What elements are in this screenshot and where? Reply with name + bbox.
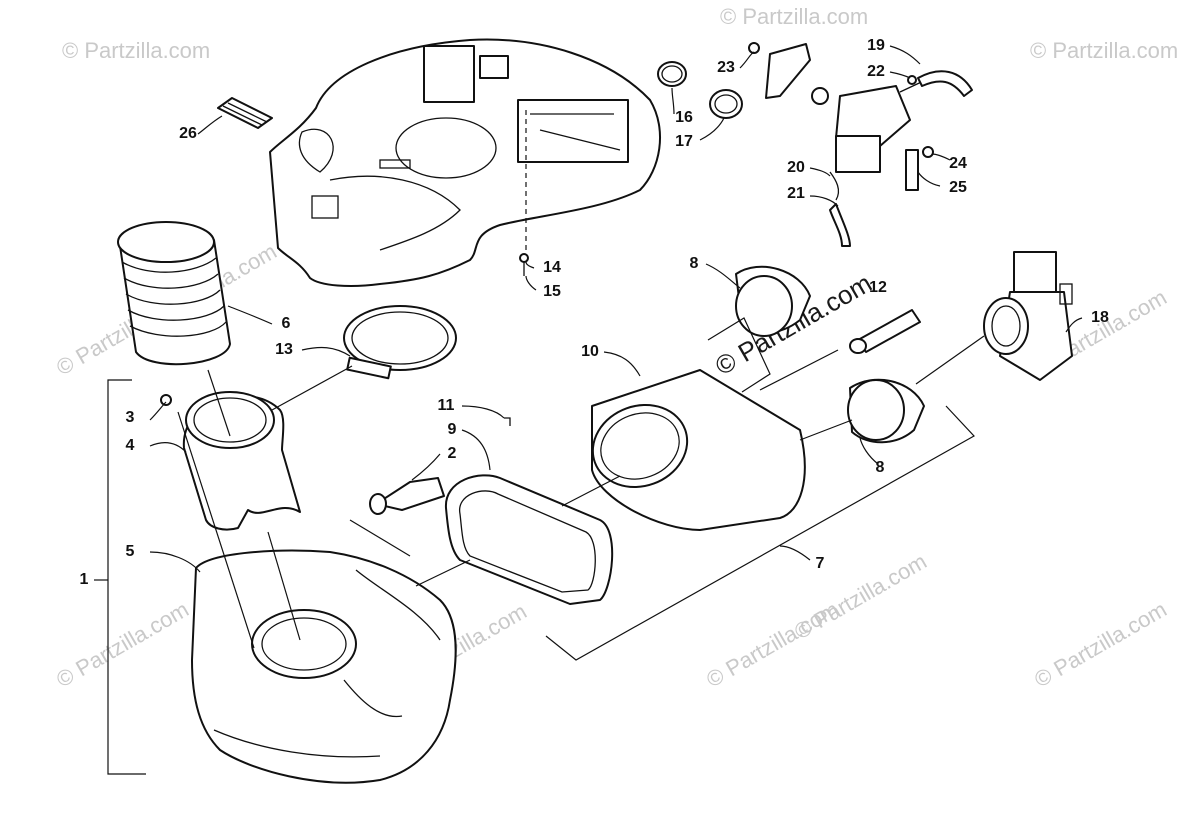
callout-14: 14 (543, 259, 561, 276)
assembly-lines (94, 317, 985, 775)
watermark: © Partzilla.com (52, 597, 193, 693)
callout-26: 26 (179, 125, 197, 142)
part-10-duct (591, 369, 806, 531)
part-26-decal (217, 97, 273, 129)
callout-11: 11 (438, 397, 455, 414)
part-6-boot (117, 221, 231, 366)
callout-7: 7 (816, 555, 825, 572)
callout-17: 17 (675, 133, 693, 150)
callout-19: 19 (867, 37, 885, 54)
part-18-carburetor (983, 251, 1073, 381)
callout-2: 2 (448, 445, 457, 462)
part-12-strap (849, 309, 921, 354)
callout-21: 21 (787, 185, 805, 202)
part-21-hose (829, 203, 851, 247)
watermark: © Partzilla.com (790, 549, 931, 645)
callout-18: 18 (1091, 309, 1109, 326)
part-11-clip (504, 417, 511, 426)
callout-leaders (149, 45, 1083, 573)
part-5-airbox (191, 549, 457, 784)
part-2-latch (369, 477, 445, 515)
part-16-clamp (657, 61, 687, 87)
part-24-nut (922, 146, 934, 158)
part-14-hood-shield (269, 38, 661, 287)
callout-16: 16 (675, 109, 693, 126)
callout-13: 13 (275, 341, 293, 358)
part-17-clamp (709, 89, 743, 119)
watermark: © Partzilla.com (1030, 38, 1178, 63)
part-3-screw (160, 394, 172, 406)
callout-1: 1 (80, 571, 89, 588)
watermark: © Partzilla.com (720, 4, 868, 29)
part-25-hose (905, 149, 919, 191)
callout-8-upper: 8 (690, 255, 699, 272)
part-8-lower-cap (847, 378, 925, 444)
part-20-hose (829, 171, 840, 201)
watermark: © Partzilla.com (1030, 597, 1171, 693)
callout-24: 24 (949, 155, 967, 172)
callout-8-lower: 8 (876, 459, 885, 476)
part-8-upper-cap (735, 265, 811, 337)
callout-23: 23 (717, 59, 735, 76)
part-15-screw (519, 253, 529, 276)
part-19-hose (917, 70, 973, 97)
callout-5: 5 (126, 543, 135, 560)
callout-15: 15 (543, 283, 561, 300)
watermark: © Partzilla.com (62, 38, 210, 63)
callout-12: 12 (869, 279, 887, 296)
part-23-bracket-screw (748, 42, 811, 99)
callout-numbers: 1 2 3 4 5 6 7 8 8 9 10 11 12 13 14 15 16… (80, 37, 1109, 588)
callout-22: 22 (867, 63, 885, 80)
part-4-adapter (182, 391, 301, 531)
callout-25: 25 (949, 179, 967, 196)
callout-20: 20 (787, 159, 805, 176)
callout-10: 10 (581, 343, 599, 360)
callout-3: 3 (126, 409, 135, 426)
callout-9: 9 (448, 421, 457, 438)
part-9-filter (444, 474, 614, 605)
fuel-pump (811, 77, 931, 173)
callout-6: 6 (282, 315, 291, 332)
callout-4: 4 (126, 437, 135, 454)
part-13-band-clamp (343, 305, 457, 380)
